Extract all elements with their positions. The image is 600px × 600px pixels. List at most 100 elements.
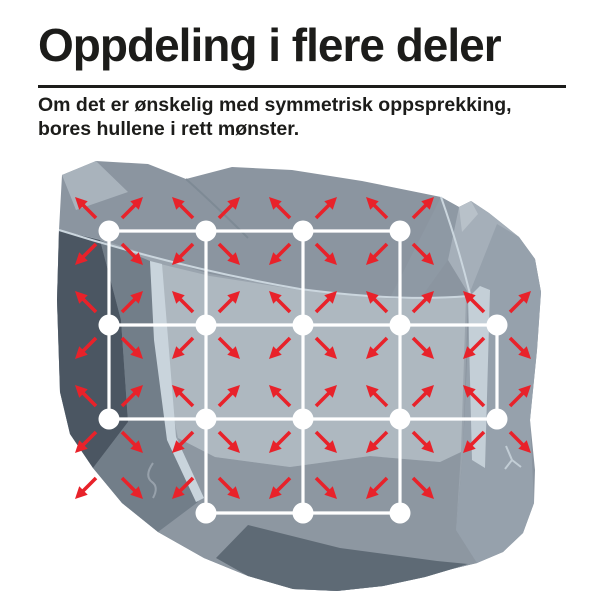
force-arrow-head — [269, 346, 282, 359]
force-arrow — [366, 430, 389, 453]
force-arrow-head — [324, 291, 337, 304]
drill-hole — [389, 220, 411, 242]
force-arrow-head — [366, 291, 379, 304]
force-arrow — [366, 476, 389, 499]
force-arrow-head — [130, 385, 143, 398]
rock-left-facet — [93, 240, 198, 532]
subtitle-line-1: Om det er ønskelig med symmetrisk oppspr… — [38, 94, 512, 116]
force-arrow — [463, 385, 486, 408]
page-title: Oppdeling i flere deler — [38, 19, 502, 71]
force-arrow-head — [518, 346, 531, 359]
force-arrow-head — [269, 440, 282, 453]
force-arrow — [411, 476, 434, 499]
drill-hole — [98, 220, 120, 242]
force-arrow-head — [172, 252, 185, 265]
force-arrow — [172, 476, 195, 499]
force-arrow-head — [130, 486, 143, 499]
force-arrow-shaft — [120, 336, 137, 353]
force-arrow — [463, 430, 486, 453]
force-arrow-head — [172, 486, 185, 499]
force-arrow — [366, 242, 389, 265]
force-arrow-shaft — [469, 297, 486, 314]
force-arrow — [411, 291, 434, 314]
force-arrow — [411, 197, 434, 220]
force-arrow-head — [130, 197, 143, 210]
force-arrow-head — [75, 440, 88, 453]
force-arrow — [172, 291, 195, 314]
force-arrow-shaft — [81, 203, 98, 220]
force-arrow — [75, 336, 98, 359]
force-arrow-shaft — [81, 242, 98, 259]
force-arrow-head — [172, 197, 185, 210]
force-arrow — [314, 430, 337, 453]
force-arrow-shaft — [411, 336, 428, 353]
force-arrow-head — [366, 252, 379, 265]
force-arrow-head — [130, 291, 143, 304]
force-arrow-head — [172, 346, 185, 359]
force-arrow-shaft — [469, 336, 486, 353]
force-arrow-head — [172, 291, 185, 304]
force-arrow — [314, 476, 337, 499]
force-arrow-head — [324, 346, 337, 359]
drill-hole — [389, 408, 411, 430]
force-arrow-shaft — [372, 336, 389, 353]
force-arrow-head — [227, 291, 240, 304]
force-arrow-shaft — [469, 391, 486, 408]
subtitle-line-2: bores hullene i rett mønster. — [38, 118, 300, 140]
force-arrow-shaft — [217, 336, 234, 353]
force-arrow-head — [421, 385, 434, 398]
force-arrow-shaft — [178, 297, 195, 314]
force-arrow — [411, 242, 434, 265]
force-arrow — [366, 336, 389, 359]
force-arrow — [314, 385, 337, 408]
force-arrow-shaft — [411, 242, 428, 259]
force-arrow-shaft — [178, 476, 195, 493]
force-arrow-shaft — [314, 336, 331, 353]
force-arrow-shaft — [411, 391, 428, 408]
force-arrow — [217, 385, 240, 408]
split-arrows — [75, 197, 531, 499]
force-arrow-shaft — [178, 336, 195, 353]
force-arrow-shaft — [314, 476, 331, 493]
force-arrow-head — [421, 197, 434, 210]
force-arrow-shaft — [275, 242, 292, 259]
force-arrow-shaft — [178, 242, 195, 259]
force-arrow-head — [324, 440, 337, 453]
force-arrow-head — [75, 346, 88, 359]
force-arrow-shaft — [411, 297, 428, 314]
drill-hole — [292, 408, 314, 430]
force-arrow-head — [130, 252, 143, 265]
force-arrow-shaft — [314, 430, 331, 447]
force-arrow-shaft — [178, 391, 195, 408]
force-arrow — [217, 336, 240, 359]
force-arrow — [217, 430, 240, 453]
force-arrow-head — [518, 385, 531, 398]
force-arrow-shaft — [120, 391, 137, 408]
drill-hole — [486, 408, 508, 430]
force-arrow-head — [227, 197, 240, 210]
force-arrow-head — [269, 252, 282, 265]
force-arrow-head — [421, 486, 434, 499]
force-arrow-shaft — [372, 203, 389, 220]
force-arrow-shaft — [275, 391, 292, 408]
rock-crack-y — [504, 445, 522, 470]
force-arrow — [120, 197, 143, 220]
force-arrow-shaft — [508, 391, 525, 408]
force-arrow-head — [75, 197, 88, 210]
force-arrow-shaft — [217, 476, 234, 493]
drill-hole — [292, 502, 314, 524]
force-arrow — [217, 476, 240, 499]
force-arrow — [120, 385, 143, 408]
force-arrow — [366, 197, 389, 220]
force-arrow — [75, 242, 98, 265]
force-arrow — [269, 336, 292, 359]
force-arrow-head — [269, 291, 282, 304]
force-arrow — [508, 385, 531, 408]
force-arrow-shaft — [275, 297, 292, 314]
force-arrow — [120, 430, 143, 453]
force-arrow-head — [463, 385, 476, 398]
force-arrow-head — [518, 440, 531, 453]
force-arrow-shaft — [508, 430, 525, 447]
drill-hole — [389, 502, 411, 524]
